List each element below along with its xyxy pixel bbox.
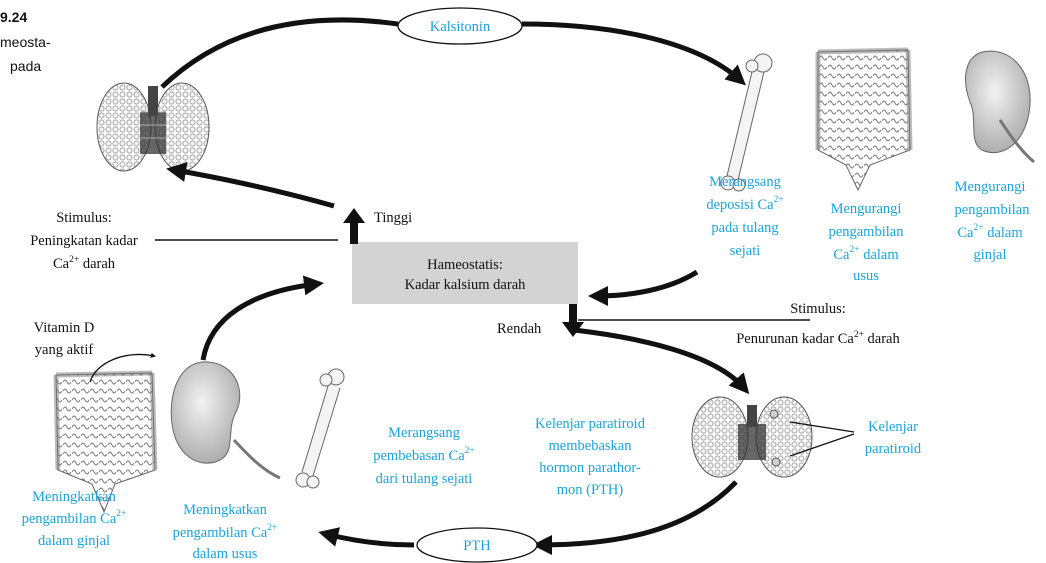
arrow-effects-to-homeostasis-bottom [200, 275, 324, 361]
arrow-parathyroid-to-pth [532, 480, 738, 555]
parathyroid-text-l3: hormon parathor- [539, 460, 641, 476]
top-intestine-effect-l1: Mengurangi [831, 201, 902, 217]
parathyroid-pointer-line-lower [789, 433, 855, 457]
homeostasis-subtitle: Kadar kalsium darah [405, 277, 527, 293]
high-level-bar [350, 222, 358, 244]
top-bone-effect-l4: sejati [730, 243, 761, 259]
high-level-arrowhead [343, 208, 365, 223]
arrow-high-to-thyroid [166, 162, 335, 209]
arrow-effects-to-homeostasis [588, 269, 699, 306]
kalsitonin-label: Kalsitonin [430, 19, 491, 35]
top-bone-effect-l1: Merangsang [709, 174, 781, 190]
low-level-arrowhead [562, 322, 584, 337]
top-kidney-effect-l3: Ca2+ dalam [957, 223, 1023, 241]
top-bone-effect-l2: deposisi Ca2+ [706, 195, 783, 213]
bottom-kidney-effect-l3: dalam usus [193, 546, 258, 562]
stimulus-high-title: Stimulus: [56, 210, 112, 226]
figure-caption-line1: meosta- [0, 34, 51, 50]
low-level-bar [569, 304, 577, 324]
kidney-illustration-top [965, 50, 1035, 164]
vitamin-d-arrow [89, 352, 157, 383]
bottom-bone-effect-l3: dari tulang sejati [376, 471, 473, 487]
parathyroid-text-l4: mon (PTH) [557, 482, 624, 498]
homeostasis-box [352, 242, 578, 304]
stimulus-high-text: Peningkatan kadar [30, 233, 138, 249]
homeostasis-title: Hameostatis: [427, 257, 503, 273]
arrow-kalsitonin-to-targets [521, 21, 746, 86]
top-kidney-effect-l4: ginjal [973, 247, 1006, 263]
parathyroid-gland-illustration [691, 396, 813, 478]
bone-illustration-top [720, 53, 773, 192]
bottom-intestine-effect-l2: pengambilan Ca2+ [22, 509, 127, 527]
top-intestine-effect-l2: pengambilan [829, 224, 905, 240]
parathyroid-text-l2: membebaskan [549, 438, 633, 454]
intestine-illustration-bottom [53, 370, 158, 514]
thyroid-gland-illustration [96, 82, 210, 172]
parathyroid-text-l1: Kelenjar paratiroid [535, 416, 646, 432]
top-intestine-effect-l4: usus [853, 268, 879, 284]
kidney-illustration-bottom [170, 361, 281, 480]
arc-gland-to-kalsitonin [160, 17, 399, 89]
arrow-pth-to-effects [318, 527, 415, 548]
pth-label: PTH [463, 538, 491, 554]
bottom-bone-effect-l1: Merangsang [388, 425, 460, 441]
figure-number: 9.24 [0, 9, 27, 25]
vitamin-d-l2: yang aktif [35, 342, 94, 358]
parathyroid-pointer-line-upper [789, 421, 855, 433]
bottom-intestine-effect-l1: Meningkatkan [32, 489, 117, 505]
kalsitonin-oval [397, 7, 523, 45]
bottom-intestine-effect-l3: dalam ginjal [38, 533, 110, 549]
top-intestine-effect-l3: Ca2+ dalam [833, 245, 899, 263]
bottom-kidney-effect-l1: Meningkatkan [183, 502, 268, 518]
bone-illustration-bottom [295, 368, 345, 489]
parathyroid-label-l1: Kelenjar [868, 419, 918, 435]
level-low-label: Rendah [497, 321, 542, 337]
arrow-low-to-parathyroid [573, 327, 750, 395]
bottom-bone-effect-l2: pembebasan Ca2+ [373, 446, 475, 464]
bottom-kidney-effect-l2: pengambilan Ca2+ [173, 523, 278, 541]
top-kidney-effect-l2: pengambilan [955, 202, 1031, 218]
level-high-label: Tinggi [374, 210, 412, 226]
stimulus-low-title: Stimulus: [790, 301, 846, 317]
vitamin-d-l1: Vitamin D [34, 320, 95, 336]
stimulus-high-ca: Ca2+ darah [53, 255, 116, 272]
top-bone-effect-l3: pada tulang [711, 220, 778, 236]
top-kidney-effect-l1: Mengurangi [955, 179, 1026, 195]
pth-oval [416, 527, 538, 563]
parathyroid-label-l2: paratiroid [865, 441, 922, 457]
intestine-illustration-top [815, 47, 913, 192]
stimulus-low-text: Penurunan kadar Ca2+ darah [736, 330, 900, 347]
figure-caption-line2: pada [10, 58, 41, 74]
